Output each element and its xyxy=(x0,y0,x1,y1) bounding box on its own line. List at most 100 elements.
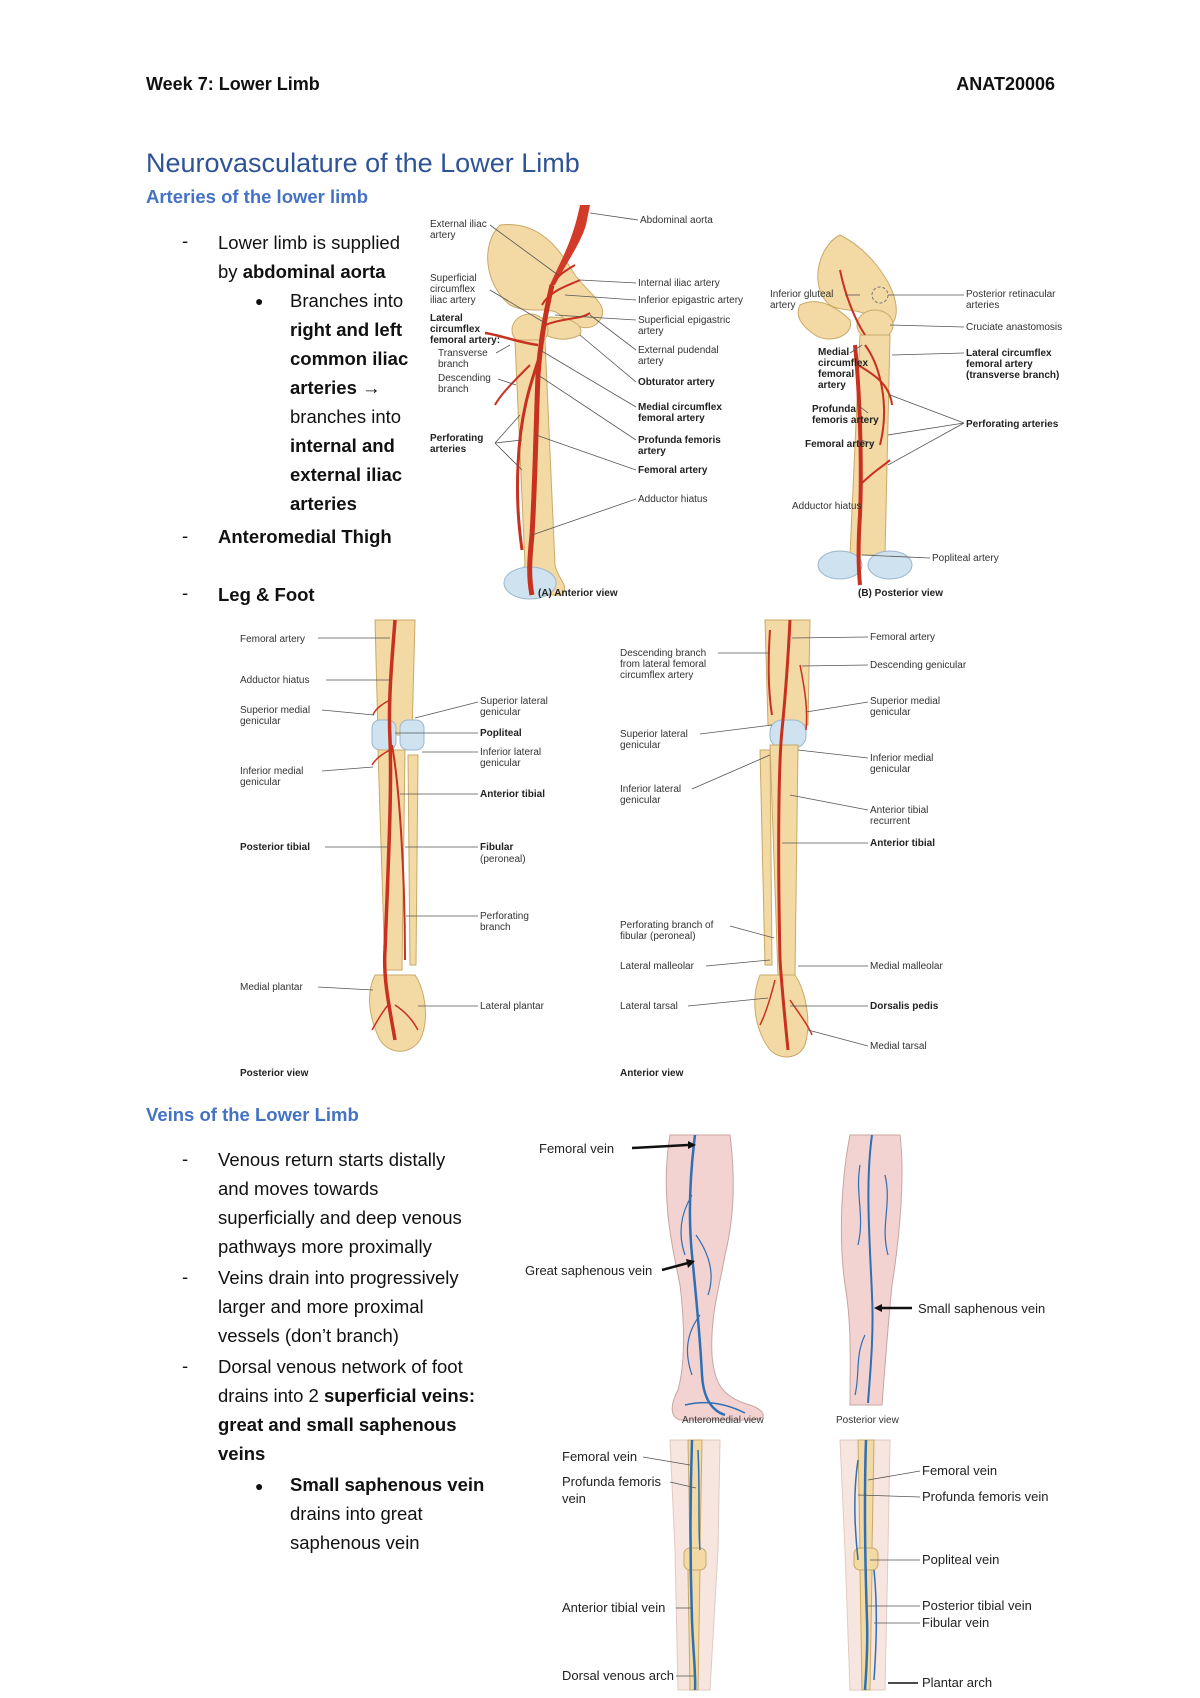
label: iliac artery xyxy=(430,295,476,306)
label: genicular xyxy=(620,740,661,751)
list-dash: - xyxy=(182,525,189,546)
label: Great saphenous vein xyxy=(525,1263,652,1278)
list-item: Anteromedial Thigh xyxy=(218,526,392,547)
label: artery xyxy=(430,230,456,241)
label: circumflex xyxy=(430,284,475,295)
bullet: ● xyxy=(255,1478,264,1494)
label: circumflex xyxy=(818,358,868,369)
page-title: Neurovasculature of the Lower Limb xyxy=(146,148,580,178)
subitem-line: external iliac xyxy=(290,464,403,485)
label: Profunda femoris xyxy=(638,435,721,446)
label: Obturator artery xyxy=(638,377,715,388)
subitem-line: saphenous vein xyxy=(290,1532,420,1553)
label: Popliteal vein xyxy=(922,1552,999,1567)
figure-caption: (B) Posterior view xyxy=(858,588,943,599)
label: arteries xyxy=(430,444,467,455)
bullet: ● xyxy=(255,293,264,309)
label: femoral artery: xyxy=(430,335,500,346)
list-item-line: Dorsal venous network of foot xyxy=(218,1356,463,1377)
list-item-line: vessels (don’t branch) xyxy=(218,1325,399,1346)
label: Descending branch xyxy=(620,648,706,659)
label: fibular (peroneal) xyxy=(620,931,696,942)
label: Superior lateral xyxy=(620,729,688,740)
label: Descending xyxy=(438,373,491,384)
list-dash: - xyxy=(182,1266,189,1287)
label: Cruciate anastomosis xyxy=(966,322,1062,333)
label: genicular xyxy=(240,716,281,727)
label: Popliteal xyxy=(480,728,522,739)
bold-text: arteries → xyxy=(290,377,381,398)
label: circumflex xyxy=(430,324,480,335)
label: Perforating xyxy=(480,911,529,922)
label: Medial xyxy=(818,347,849,358)
label: Dorsal venous arch xyxy=(562,1668,674,1683)
label: Posterior tibial vein xyxy=(922,1598,1032,1613)
label: (peroneal) xyxy=(480,854,526,865)
figure-caption: (A) Anterior view xyxy=(538,588,618,599)
label: Profunda femoris xyxy=(562,1474,661,1489)
label: arteries xyxy=(966,300,999,311)
label: genicular xyxy=(480,707,521,718)
label: Anterior tibial xyxy=(480,789,545,800)
label: branch xyxy=(438,384,469,395)
label: genicular xyxy=(870,707,911,718)
subitem-line: right and left xyxy=(290,319,403,340)
veins-heading: Veins of the Lower Limb xyxy=(146,1104,359,1125)
label: Internal iliac artery xyxy=(638,278,720,289)
figure-caption: Posterior view xyxy=(240,1068,309,1079)
arteries-heading: Arteries of the lower limb xyxy=(146,186,369,207)
label: Superficial epigastric xyxy=(638,315,730,326)
label: Femoral artery xyxy=(870,632,935,643)
label: Small saphenous vein xyxy=(918,1301,1045,1316)
subitem-line: Small saphenous vein xyxy=(290,1474,485,1495)
label: Inferior epigastric artery xyxy=(638,295,743,306)
label: femoral artery xyxy=(638,413,705,424)
label: Lateral plantar xyxy=(480,1001,545,1012)
label: Femoral artery xyxy=(240,634,305,645)
label: Inferior medial xyxy=(870,753,933,764)
label: Popliteal artery xyxy=(932,553,999,564)
label: Medial circumflex xyxy=(638,402,722,413)
label: Transverse xyxy=(438,348,488,359)
label: from lateral femoral xyxy=(620,659,706,670)
label: recurrent xyxy=(870,816,910,827)
subitem-line: arteries xyxy=(290,493,357,514)
label: Superficial xyxy=(430,273,477,284)
bold-text: abdominal aorta xyxy=(242,261,386,282)
label: genicular xyxy=(480,758,521,769)
label: Anterior tibial xyxy=(870,805,928,816)
label: Descending genicular xyxy=(870,660,967,671)
label: Femoral vein xyxy=(922,1463,997,1478)
list-item-line: Veins drain into progressively xyxy=(218,1267,459,1288)
label: Posterior tibial xyxy=(240,842,310,853)
list-item-line: Venous return starts distally xyxy=(218,1149,446,1170)
label: Perforating arteries xyxy=(966,419,1059,430)
label: Medial tarsal xyxy=(870,1041,927,1052)
list-item-line: drains into 2 superficial veins: xyxy=(218,1381,475,1410)
label: artery xyxy=(638,446,666,457)
leg-anterior-figure: Descending branch from lateral femoral c… xyxy=(620,619,967,1079)
label: Lateral circumflex xyxy=(966,348,1052,359)
list-dash: - xyxy=(182,1355,189,1376)
list-item: Leg & Foot xyxy=(218,584,315,605)
header-left: Week 7: Lower Limb xyxy=(146,74,320,94)
list-item: Veins drain into progressively larger an… xyxy=(218,1263,459,1350)
thigh-posterior-figure: Inferior gluteal artery Medial circumfle… xyxy=(770,234,1062,599)
list-item-line: by abdominal aorta xyxy=(218,257,400,286)
label: artery xyxy=(770,300,796,311)
label: genicular xyxy=(240,777,281,788)
label: Lateral tarsal xyxy=(620,1001,678,1012)
label: Superior medial xyxy=(240,705,310,716)
label: Femoral vein xyxy=(562,1449,637,1464)
label: Femoral artery xyxy=(638,465,708,476)
label: Inferior lateral xyxy=(480,747,541,758)
header-right: ANAT20006 xyxy=(956,74,1055,94)
list-item-line: Lower limb is supplied xyxy=(218,232,401,253)
figure-caption: Anteromedial view xyxy=(682,1415,764,1426)
subitem-line: drains into great xyxy=(290,1503,423,1524)
label: circumflex artery xyxy=(620,670,693,681)
label: Profunda xyxy=(812,404,856,415)
label: External iliac xyxy=(430,219,487,230)
text: drains into 2 xyxy=(218,1385,324,1406)
label: genicular xyxy=(870,764,911,775)
